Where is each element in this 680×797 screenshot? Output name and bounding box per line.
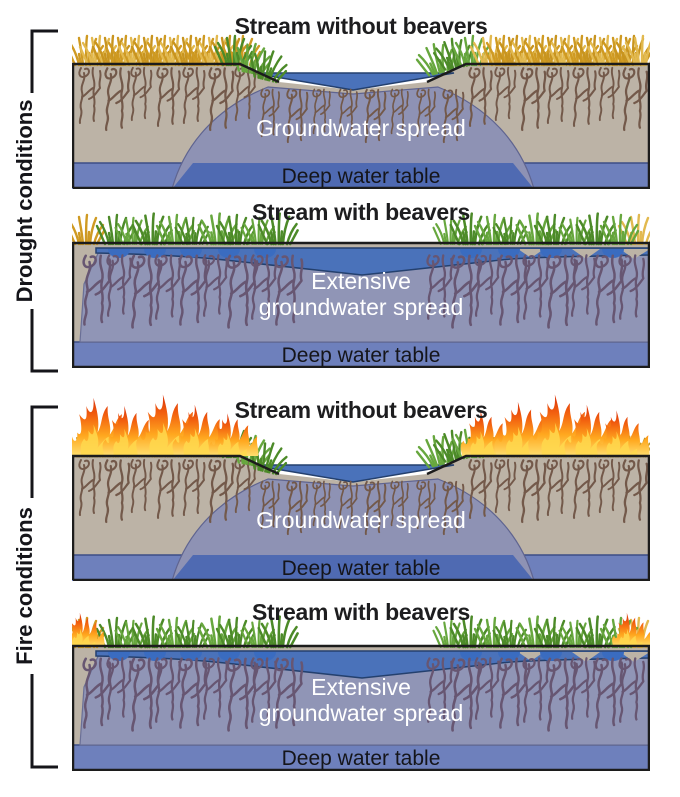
label-line-2: groundwater spread [258,294,464,320]
soil-patches [518,249,650,259]
panel-3-title: Stream without beavers [234,397,488,423]
deep-water-table [72,342,650,368]
label-line-1: Extensive [311,268,411,294]
panel-border [72,644,650,771]
label-line-1: Extensive [311,674,411,700]
panel-2-groundwater-label: Extensive groundwater spread [72,268,650,320]
panel-3-groundwater-label: Groundwater spread [256,507,466,533]
scene-drought-beavers [72,212,650,368]
soil-patches [518,652,650,662]
panel-4-title: Stream with beavers [251,599,470,625]
drought-conditions-label: Drought conditions [12,99,37,303]
label-line-2: groundwater spread [258,700,464,726]
panel-4-groundwater-label: Extensive groundwater spread [72,674,650,726]
panel-border [72,454,650,581]
deep-water-table [72,745,650,771]
scene-fire-beavers [72,612,650,771]
panel-1-title: Stream without beavers [234,13,488,39]
panel-border [72,62,650,189]
panel-4-water-table-label: Deep water table [281,747,441,770]
fire-bracket [30,405,58,769]
fire-conditions-label: Fire conditions [12,507,37,665]
water-table-under-mound [172,163,534,189]
stream-water [251,72,455,91]
panel-3-water-table-label: Deep water table [281,557,441,580]
panel-1-groundwater-label: Groundwater spread [256,115,466,141]
panel-border [72,241,650,368]
panel-2-title: Stream with beavers [251,199,470,225]
scene-fire-no-beavers [72,394,650,581]
dry-grass-right [469,34,650,67]
stream-water [251,464,455,483]
panel-1-water-table-label: Deep water table [281,165,441,188]
scene-drought-no-beavers [72,34,650,189]
panel-2-water-table-label: Deep water table [281,344,441,367]
water-table-under-mound [172,555,534,581]
drought-bracket [30,29,58,373]
dry-grass-left [72,34,262,67]
